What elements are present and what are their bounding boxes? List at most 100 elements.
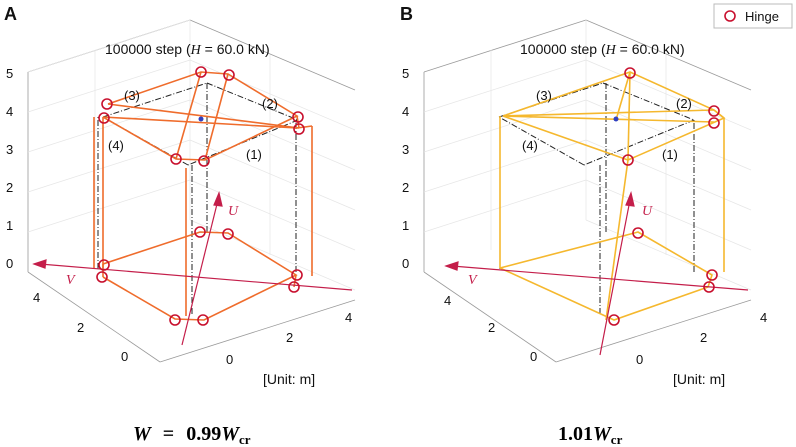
grid-lines (423, 20, 752, 291)
hinge-marker (198, 155, 210, 167)
hinge-marker (608, 314, 620, 326)
z-tick: 2 (6, 180, 13, 195)
hinge-marker (288, 281, 300, 293)
member-label: (1) (662, 147, 678, 162)
member-labels-a: (1) (2) (3) (4) (108, 88, 278, 162)
title-var: H (190, 43, 202, 58)
member-label: (3) (124, 88, 140, 103)
u-tick: 0 (226, 352, 233, 367)
hinges-b (608, 67, 720, 326)
caption-eq: = (163, 423, 174, 445)
legend: Hinge (713, 3, 793, 29)
member-labels-b: (1) (2) (3) (4) (522, 88, 692, 162)
v-tick: 2 (488, 320, 495, 335)
member-label: (2) (262, 96, 278, 111)
hinge-marker (98, 259, 110, 271)
caption-value: 1.01 (558, 423, 593, 445)
u-tick: 2 (286, 330, 293, 345)
hinge-marker (222, 228, 234, 240)
title-prefix: 100000 step ( (520, 41, 606, 57)
deformed-frame-b (499, 71, 726, 321)
hinges-a (96, 66, 305, 326)
u-tick: 4 (760, 310, 767, 325)
panel-letter-a: A (4, 4, 17, 24)
z-tick: 0 (6, 256, 13, 271)
caption-sub: cr (611, 432, 623, 447)
z-tick: 3 (6, 142, 13, 157)
z-tick: 2 (402, 180, 409, 195)
z-tick: 5 (402, 66, 409, 81)
hinge-marker (703, 281, 715, 293)
hinge-marker (622, 154, 634, 166)
z-axis-ticks: 0 1 2 3 4 5 (6, 66, 13, 271)
u-axis-ticks: 0 2 4 (636, 310, 767, 367)
u-tick: 0 (636, 352, 643, 367)
legend-box (713, 3, 793, 29)
u-tick: 4 (345, 310, 352, 325)
z-tick: 4 (402, 104, 409, 119)
panel-title-b: 100000 step (H = 60.0 kN) (520, 41, 685, 58)
u-axis-ticks: 0 2 4 (226, 310, 352, 367)
deformed-frame-a (93, 71, 313, 321)
v-tick: 2 (77, 320, 84, 335)
hinge-marker (708, 117, 720, 129)
hinge-marker (194, 226, 206, 238)
panel-b: B 0 1 2 3 4 5 (400, 3, 793, 447)
v-axis-ticks: 4 2 0 (444, 293, 537, 364)
caption-b: 1.01Wcr (558, 423, 623, 447)
z-tick: 3 (402, 142, 409, 157)
hinge-marker (170, 153, 182, 165)
z-tick: 0 (402, 256, 409, 271)
panel-title-a: 100000 step (H = 60.0 kN) (105, 41, 270, 58)
title-suffix: = 60.0 kN) (201, 41, 270, 57)
hinge-marker (291, 269, 303, 281)
caption-sym: W (593, 423, 612, 445)
hinge-marker (632, 227, 644, 239)
unit-label-b: [Unit: m] (673, 371, 725, 387)
hinge-marker (197, 314, 209, 326)
member-label: (4) (522, 138, 538, 153)
center-node (613, 116, 619, 122)
hinge-marker (195, 66, 207, 78)
hinge-marker (223, 69, 235, 81)
axis-v-label: V (66, 273, 76, 288)
grid-lines (27, 19, 356, 291)
hinge-marker (708, 105, 720, 117)
z-tick: 1 (6, 218, 13, 233)
caption-value: 0.99 (186, 423, 221, 445)
caption-a: W=0.99Wcr (133, 423, 251, 447)
axes-box (423, 19, 752, 363)
member-label: (2) (676, 96, 692, 111)
title-var: H (605, 43, 617, 58)
hinge-marker (98, 112, 110, 124)
hinge-marker (293, 123, 305, 135)
axis-u-label: U (228, 204, 239, 219)
z-tick: 4 (6, 104, 13, 119)
panel-letter-b: B (400, 4, 413, 24)
hinge-marker (706, 269, 718, 281)
axis-v-label: V (468, 273, 478, 288)
v-tick: 4 (33, 290, 40, 305)
hinge-marker (292, 111, 304, 123)
caption-lhs: W (133, 423, 152, 445)
z-tick: 5 (6, 66, 13, 81)
v-tick: 4 (444, 293, 451, 308)
u-tick: 2 (700, 330, 707, 345)
member-label: (1) (246, 147, 262, 162)
hinge-marker (101, 98, 113, 110)
global-axes (444, 191, 749, 356)
global-axes (32, 191, 353, 346)
center-node (198, 116, 204, 122)
hinge-marker (169, 314, 181, 326)
panel-a: A 0 1 2 3 (4, 4, 356, 447)
unit-label-a: [Unit: m] (263, 371, 315, 387)
title-prefix: 100000 step ( (105, 41, 191, 57)
caption-sub: cr (239, 432, 251, 447)
v-axis-ticks: 4 2 0 (33, 290, 128, 364)
caption-sym: W (221, 423, 240, 445)
member-label: (3) (536, 88, 552, 103)
z-axis-ticks: 0 1 2 3 4 5 (402, 66, 409, 271)
member-label: (4) (108, 138, 124, 153)
hinge-marker (96, 271, 108, 283)
